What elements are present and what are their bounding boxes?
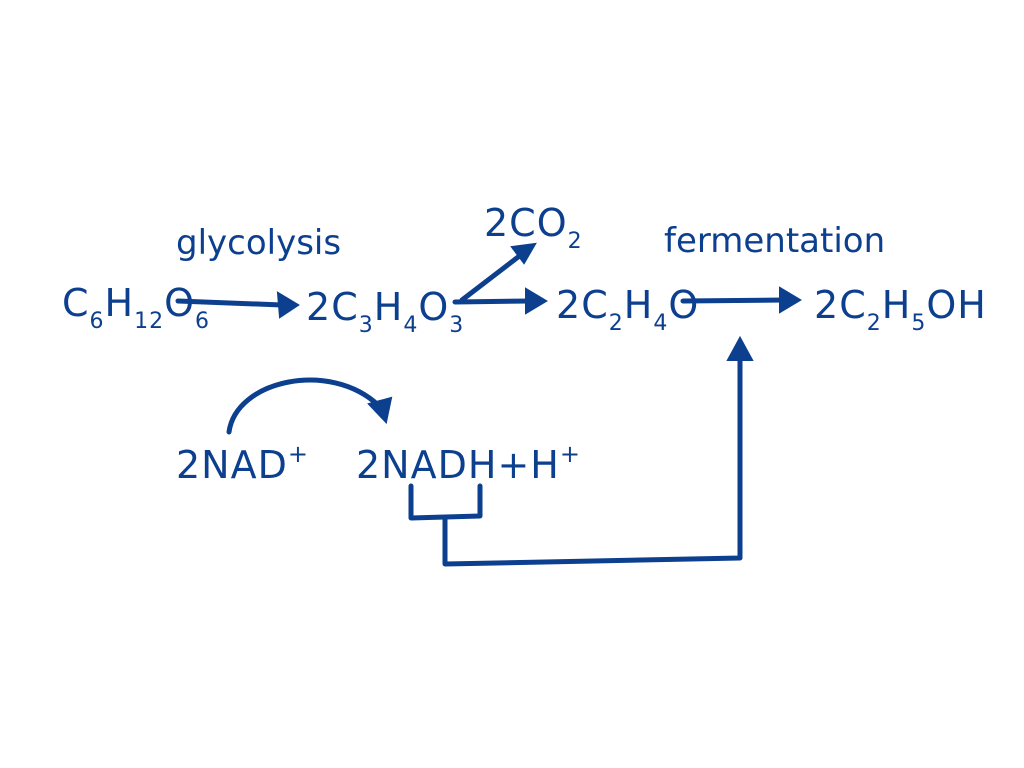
ethanol-formula: 2C2H5OH [814,283,987,336]
nad-formula: 2NAD+ [176,440,309,487]
fermentation-label: fermentation [664,221,886,261]
nadh-formula: 2NADH+H+ [356,440,581,487]
arrow-fermentation [680,286,802,314]
glycolysis-label: glycolysis [176,223,342,263]
pyruvate-formula: 2C3H4O3 [306,285,465,338]
arrow-decarboxylation [452,287,548,315]
arrow-nadh-return [408,335,754,567]
arrow-glycolysis [175,291,300,319]
acetaldehyde-formula: 2C2H4O [556,283,700,336]
co2-formula: 2CO2 [484,201,583,254]
glucose-formula: C6H12O6 [62,281,211,334]
arrow-nad-reduction [226,377,393,435]
arrow-co2 [459,242,537,303]
